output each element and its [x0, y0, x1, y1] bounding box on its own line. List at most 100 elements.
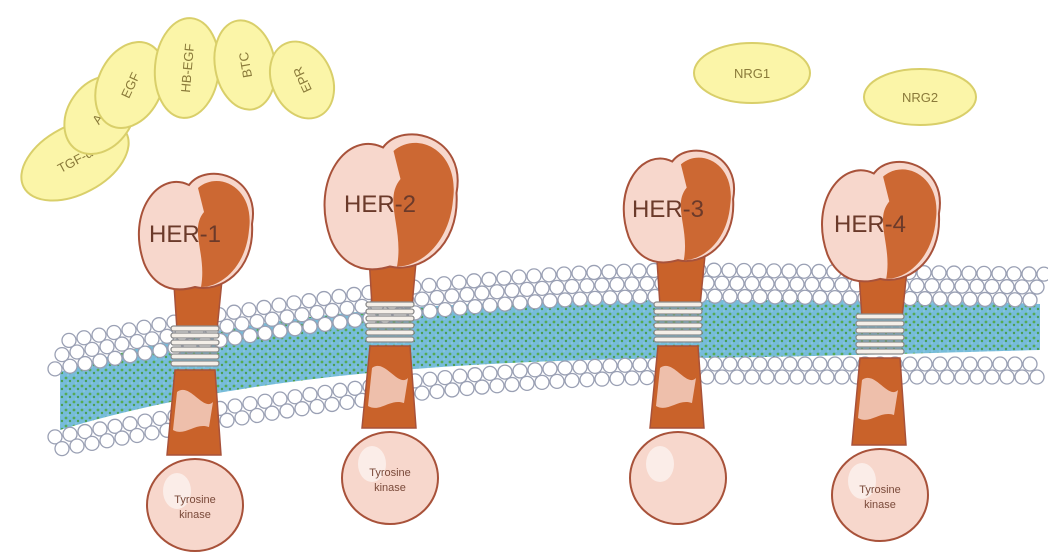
lipid-head — [707, 263, 721, 277]
lipid-head — [948, 292, 962, 306]
lipid-head — [152, 318, 166, 332]
transmembrane-coil — [654, 323, 702, 328]
lipid-head — [723, 357, 737, 371]
lipid-head — [490, 379, 504, 393]
lipid-head — [805, 370, 819, 384]
lipid-head — [640, 371, 654, 385]
lipid-head — [813, 357, 827, 371]
lipid-head — [955, 370, 969, 384]
lipid-head — [550, 374, 564, 388]
lipid-head — [948, 357, 962, 371]
lipid-head — [317, 292, 331, 306]
lipid-head — [753, 357, 767, 371]
lipid-head — [835, 278, 849, 292]
transmembrane-coil — [171, 340, 219, 345]
lipid-head — [340, 395, 354, 409]
lipid-head — [813, 290, 827, 304]
lipid-head — [775, 277, 789, 291]
lipid-head — [505, 378, 519, 392]
lipid-head — [513, 296, 527, 310]
lipid-head — [422, 278, 436, 292]
lipid-head — [85, 436, 99, 450]
transmembrane-coil — [171, 347, 219, 352]
lipid-head — [520, 282, 534, 296]
lipid-head — [573, 292, 587, 306]
lipid-head — [737, 264, 751, 278]
lipid-head — [558, 293, 572, 307]
lipid-head — [48, 362, 62, 376]
lipid-head — [715, 276, 729, 290]
lipid-head — [775, 370, 789, 384]
transmembrane-coil — [856, 328, 904, 333]
lipid-head — [925, 370, 939, 384]
lipid-head — [843, 357, 857, 371]
lipid-head — [347, 287, 361, 301]
lipid-head — [633, 290, 647, 304]
lipid-head — [453, 369, 467, 383]
lipid-head — [438, 371, 452, 385]
transmembrane-coil — [654, 302, 702, 307]
lipid-head — [940, 279, 954, 293]
lipid-head — [115, 431, 129, 445]
transmembrane-coil — [171, 326, 219, 331]
lipid-head — [348, 313, 362, 327]
receptor-label: HER-4 — [834, 211, 906, 238]
lipid-head — [92, 328, 106, 342]
lipid-head — [423, 304, 437, 318]
lipid-head — [550, 280, 564, 294]
lipid-head — [235, 411, 249, 425]
lipid-head — [453, 301, 467, 315]
lipid-head — [752, 264, 766, 278]
lipid-head — [438, 303, 452, 317]
lipid-head — [565, 280, 579, 294]
lipid-head — [145, 426, 159, 440]
lipid-head — [280, 404, 294, 418]
lipid-head — [760, 277, 774, 291]
lipid-head — [595, 278, 609, 292]
lipid-head — [452, 275, 466, 289]
lipid-head — [782, 264, 796, 278]
lipid-head — [925, 279, 939, 293]
transmembrane-coil — [366, 302, 414, 307]
lipid-head — [528, 295, 542, 309]
transmembrane-coil — [366, 309, 414, 314]
lipid-head — [625, 277, 639, 291]
lipid-head — [610, 371, 624, 385]
lipid-head — [535, 375, 549, 389]
lipid-head — [828, 357, 842, 371]
lipid-head — [588, 291, 602, 305]
ligand-nrg1: NRG1 — [694, 43, 810, 103]
ligands: TGF-α AR EGF HB-EGF BTC EPR NRG1 NRG2 — [8, 15, 976, 217]
transmembrane-coil — [366, 330, 414, 335]
lipid-head — [467, 274, 481, 288]
lipid-head — [482, 272, 496, 286]
lipid-head — [1007, 267, 1021, 281]
transmembrane-coil — [856, 335, 904, 340]
lipid-head — [520, 376, 534, 390]
lipid-head — [617, 264, 631, 278]
lipid-head — [483, 366, 497, 380]
lipid-head — [1015, 280, 1029, 294]
lipid-head — [595, 372, 609, 386]
lipid-head — [700, 370, 714, 384]
lipid-head — [302, 294, 316, 308]
lipid-head — [130, 428, 144, 442]
lipid-head — [250, 409, 264, 423]
lipid-head — [257, 300, 271, 314]
lipid-head — [497, 271, 511, 285]
transmembrane-coil — [366, 323, 414, 328]
lipid-head — [242, 303, 256, 317]
lipid-head — [460, 287, 474, 301]
lipid-head — [445, 289, 459, 303]
lipid-head — [1023, 357, 1037, 371]
lipid-head — [137, 320, 151, 334]
transmembrane-coil — [856, 342, 904, 347]
lipid-head — [265, 406, 279, 420]
kinase-domain — [630, 432, 726, 524]
lipid-head — [535, 281, 549, 295]
lipid-head — [580, 279, 594, 293]
lipid-head — [632, 264, 646, 278]
ligand-label: NRG2 — [902, 90, 938, 105]
lipid-head — [62, 333, 76, 347]
lipid-head — [910, 279, 924, 293]
